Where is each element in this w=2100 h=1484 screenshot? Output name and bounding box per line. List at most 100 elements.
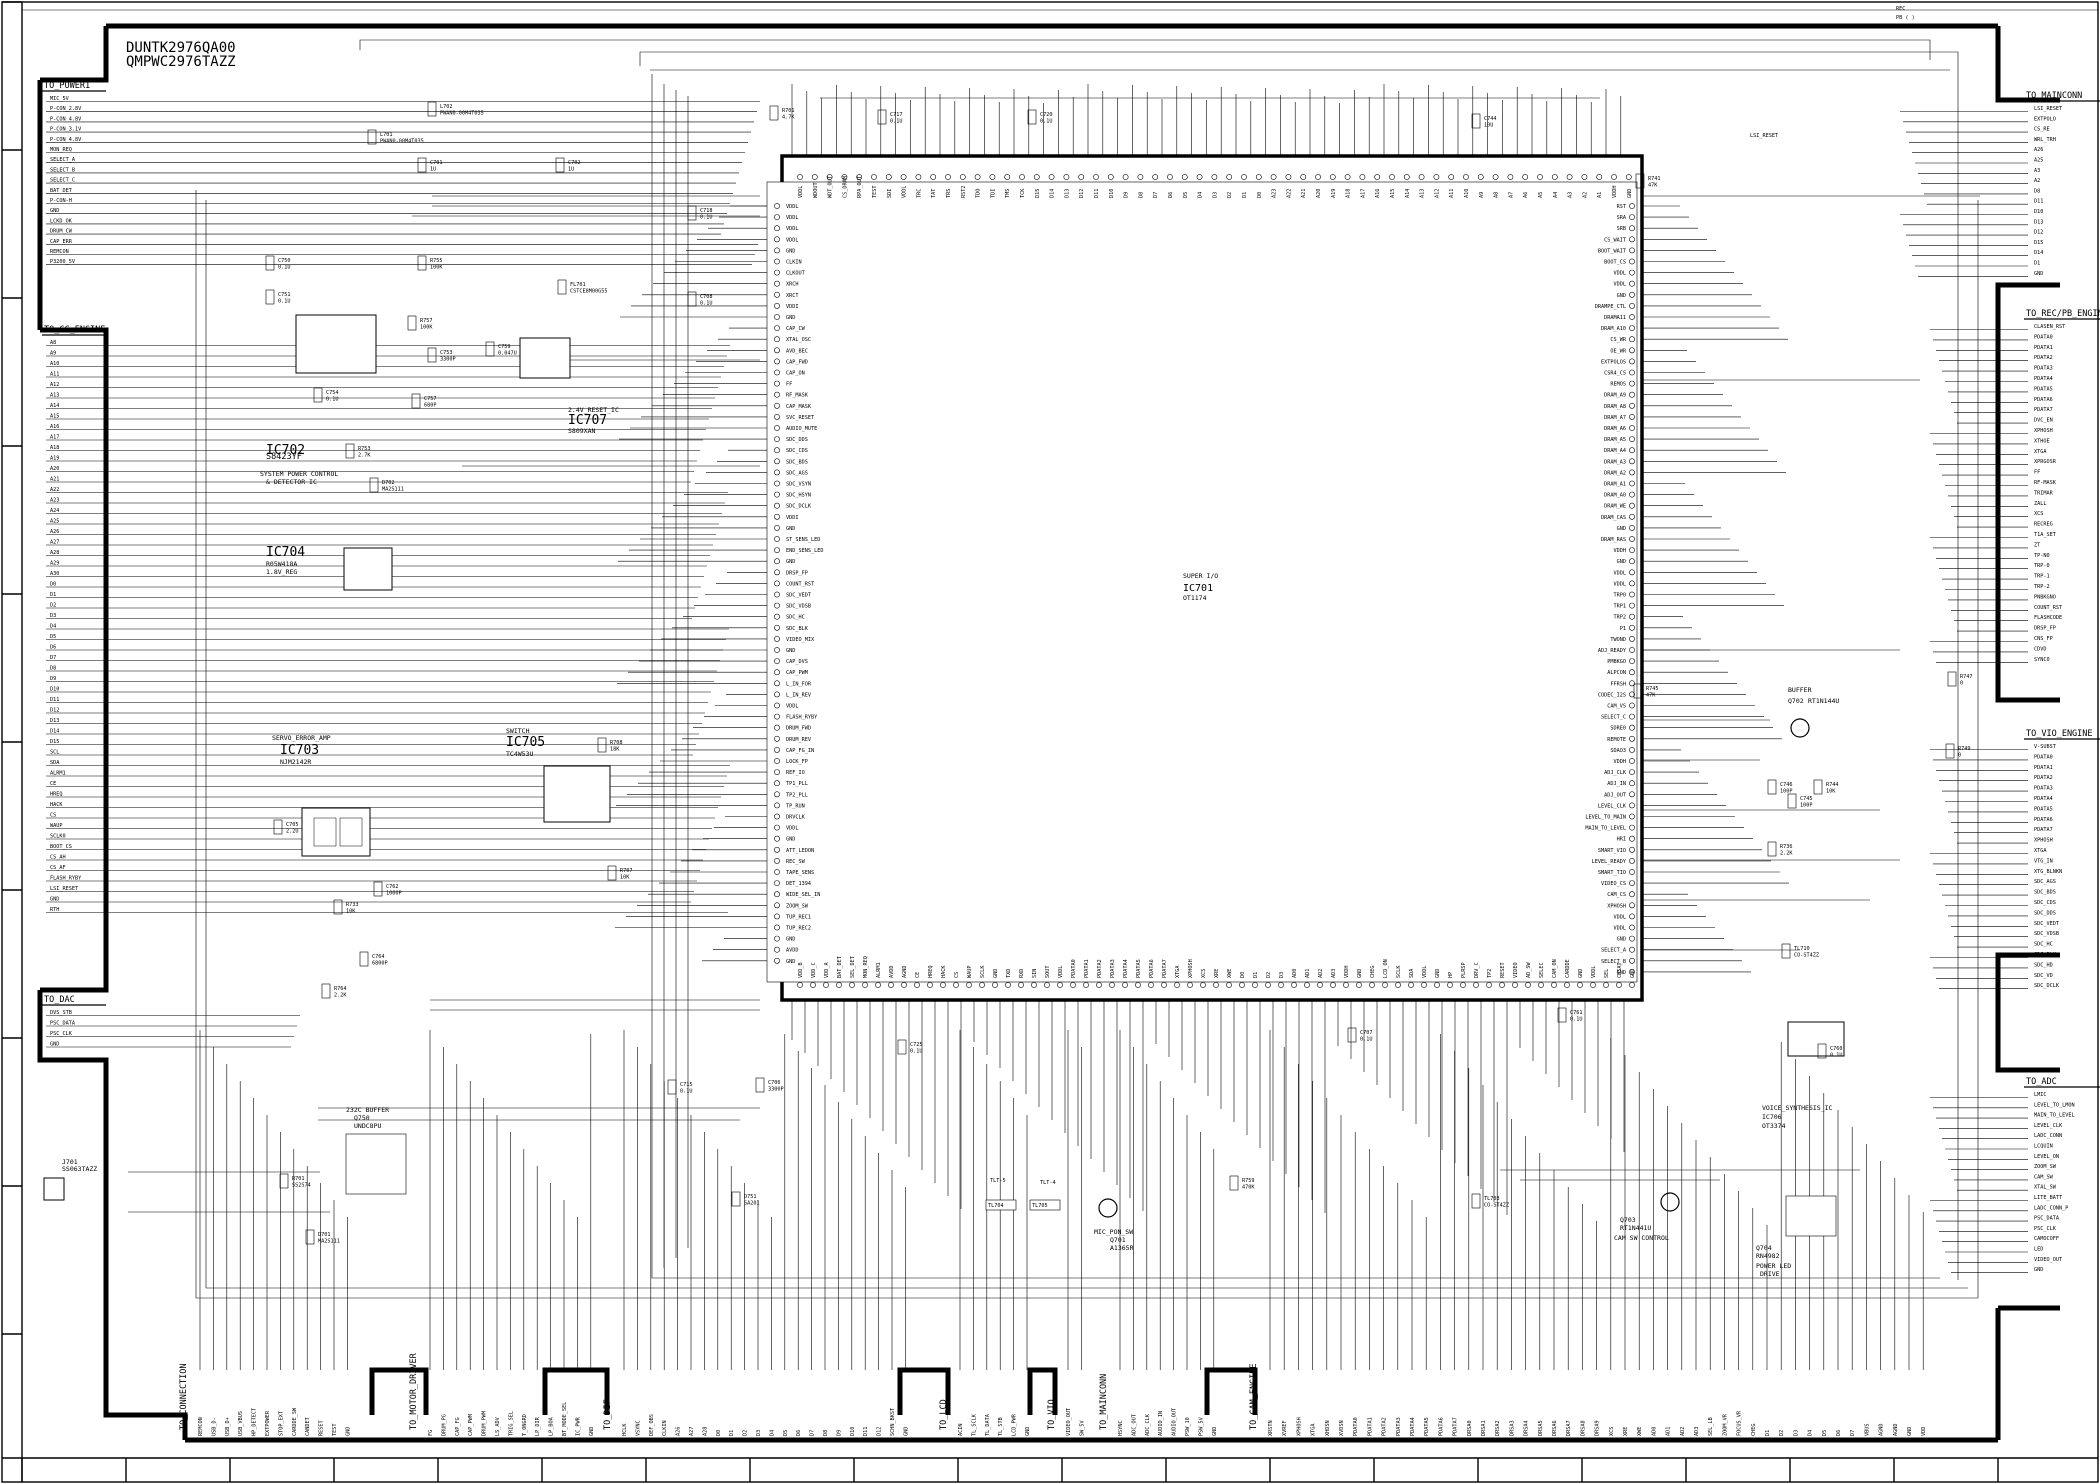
ic701-pin-top: VDDL: [902, 186, 908, 199]
ic701-pin-left: GND: [786, 837, 795, 843]
ic705-name: SWITCH: [506, 727, 530, 735]
ic701-pin-bottom: SIN: [1032, 969, 1038, 978]
pin-marker: [1300, 174, 1307, 180]
ic701-pin-left: SDC_VEDT: [786, 593, 811, 599]
component-value: 0.047U: [498, 351, 517, 357]
connector-pin-label: PSC_CLK: [50, 1031, 73, 1037]
ic701-pin-bottom: VDDL: [1422, 966, 1428, 979]
ic701-pin-right: ADJ_IN: [1607, 781, 1626, 787]
pin-marker: [774, 536, 780, 542]
ic701-pin-right: GND: [1617, 526, 1626, 532]
q704-part: RN4982: [1756, 1252, 1780, 1260]
ic701-pin-right: DRAM_A1: [1604, 482, 1626, 488]
pin-marker: [1252, 982, 1258, 988]
bottom-connector-pin: PSW_5V: [1198, 1417, 1204, 1436]
q750-name: 232C BUFFER: [346, 1106, 389, 1114]
pin-marker: [940, 982, 946, 988]
connector-pin-label: XPRGOSR: [2034, 459, 2057, 465]
pin-marker: [1473, 982, 1479, 988]
pin-marker: [774, 602, 780, 609]
ic701-pin-bottom: XTGA: [1175, 965, 1181, 978]
ic701-pin-right: LEVEL_TO_MAIN: [1585, 815, 1626, 821]
ic701-pin-top: D15: [1035, 189, 1041, 198]
component-symbol: [1781, 943, 1791, 959]
component-value: 2.2U: [286, 829, 299, 835]
component-value: 2.2K: [1780, 851, 1793, 857]
pin-marker: [774, 225, 780, 232]
pin-marker: [774, 835, 780, 842]
component-ref: C705: [286, 822, 299, 828]
q704: Q704 RN4982 POWER LED DRIVE: [1756, 1195, 1837, 1278]
bottom-connector-pin: D12: [877, 1427, 883, 1436]
pin-marker: [1629, 880, 1635, 886]
ic701-pin-bottom: DRV_C: [1474, 962, 1480, 978]
component-symbol: [373, 881, 383, 897]
ic701-pin-left: SVC_RESET: [786, 415, 814, 421]
component-symbol: [1945, 743, 1955, 759]
pin-marker: [1122, 174, 1129, 180]
tl-t1-label: TLT-5: [990, 1178, 1006, 1184]
connector-pin-label: ZALL: [2034, 501, 2047, 507]
component-ref: C760: [1830, 1046, 1843, 1052]
pin-marker: [1492, 174, 1499, 180]
pin-marker: [774, 291, 780, 298]
pin-marker: [1629, 957, 1635, 964]
pin-marker: [1629, 558, 1635, 565]
ic701-pin-top: A18: [1346, 189, 1352, 198]
pin-marker: [1629, 982, 1635, 988]
component-symbol: [265, 255, 275, 271]
pin-marker: [1226, 982, 1232, 988]
pin-marker: [1226, 174, 1233, 180]
ic701-pin-right: DRAM_A8: [1604, 404, 1626, 410]
connector-pin-label: SELECT_B: [50, 167, 75, 173]
bottom-connector-pin: D1: [729, 1430, 735, 1436]
ic701-pin-left: TAPE_SENS: [786, 870, 814, 876]
ic701-pin-right: HRI: [1617, 837, 1626, 843]
ic701-pin-left: VDDL: [786, 215, 799, 221]
pin-marker: [774, 502, 780, 509]
pin-marker: [774, 425, 780, 431]
connector-pin-label: A17: [50, 435, 59, 441]
connector-pin-label: MON_REQ: [50, 147, 72, 153]
component-ref: R749: [1958, 746, 1971, 752]
component-ref: C750: [278, 258, 291, 264]
bottom-connector-pin: D4: [1808, 1430, 1814, 1436]
bottom-connector-pin: AD3: [1694, 1427, 1700, 1436]
ic702-name-1: SYSTEM POWER CONTROL: [260, 470, 338, 478]
connectors: TO_POWER1MIC_5VP-CON_2.8VP-CON_4.8VP-CON…: [42, 81, 2100, 1436]
pin-marker: [774, 413, 780, 420]
ic701-pin-right: MAIN_TO_LEVEL: [1585, 826, 1626, 832]
pin-marker: [953, 982, 959, 988]
q702-part: RT1N144U: [1808, 697, 1839, 705]
ic701-pin-top: D4: [1198, 192, 1204, 198]
connector-pin-label: VTG_IN: [2034, 858, 2053, 864]
ic701-pin-top: A23: [1272, 189, 1278, 198]
pin-marker: [1063, 174, 1070, 180]
component-ref: C720: [1040, 112, 1053, 118]
connector-pin-label: T1A_SET: [2034, 532, 2056, 538]
component-ref: L702: [440, 104, 453, 110]
ic701-pin-left: CAP_MASK: [786, 404, 812, 410]
ic701-pin-bottom: PDATA2: [1097, 959, 1103, 978]
component-ref: C764: [372, 954, 385, 960]
component-ref: C761: [1570, 1010, 1583, 1016]
pin-marker: [1564, 982, 1570, 988]
bottom-connector-pin: PDATA7: [1453, 1417, 1459, 1436]
ic701-pin-left: CLKIN: [786, 260, 802, 266]
sub-circuits: S8423YF IC702 SYSTEM POWER CONTROL & DET…: [43, 101, 1973, 1278]
pin-marker: [1629, 247, 1635, 254]
ic701-pin-top: TDO: [976, 189, 982, 198]
connector-to-rec-pb-engine: TO_REC/PB_ENGINECLASEN_RSTPDATA0PDATA1PD…: [2024, 309, 2100, 663]
pin-marker: [1122, 982, 1128, 988]
q750: 232C BUFFER Q750 UNDC8PU: [345, 1106, 407, 1195]
ic701-pin-right: VDDL: [1614, 581, 1627, 587]
component-value: 0.1U: [680, 1089, 693, 1095]
bottom-connector-pin: D0: [716, 1430, 722, 1436]
bottom-connector-pin: VDD: [1921, 1427, 1927, 1436]
pin-marker: [1629, 547, 1635, 553]
component-symbol: [485, 341, 495, 357]
